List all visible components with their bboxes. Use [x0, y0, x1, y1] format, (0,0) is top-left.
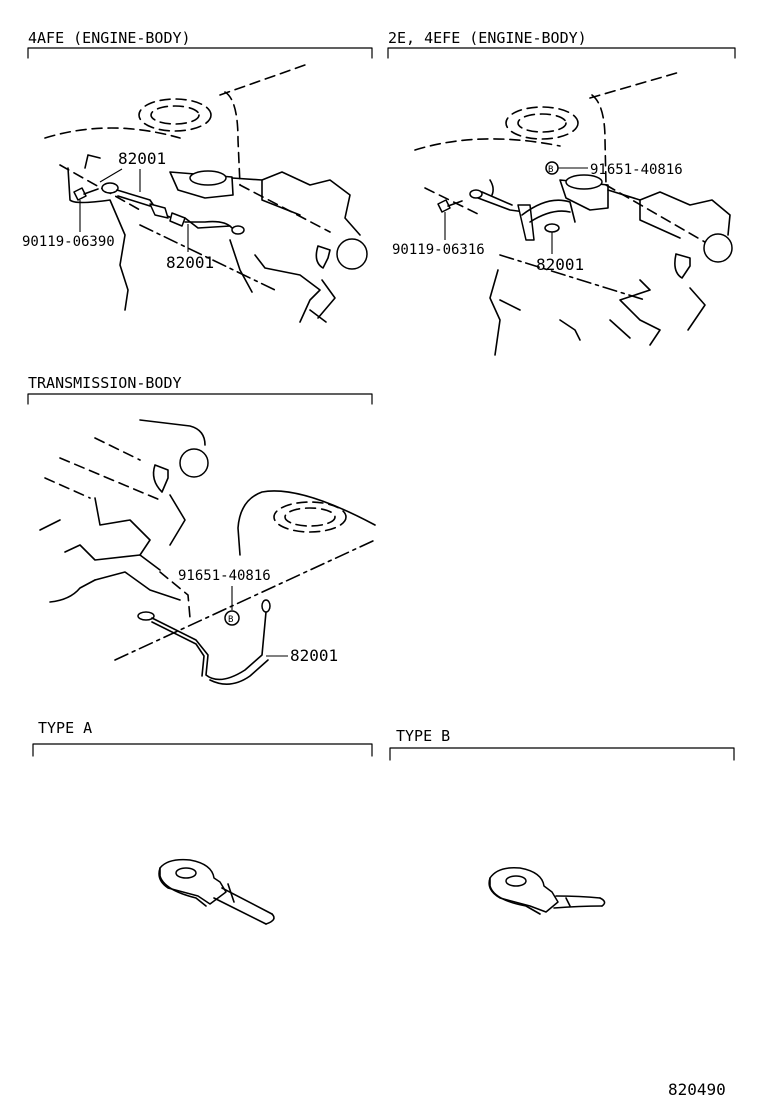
section-transmission-body: TRANSMISSION-BODY [27, 374, 376, 685]
callout-90119-06316: 90119-06316 [392, 242, 485, 258]
section-type-b: TYPE B [389, 727, 735, 915]
svg-text:B: B [548, 165, 553, 175]
callout-82001-top: 82001 [118, 149, 166, 168]
section-bracket [27, 47, 373, 59]
diagram-id: 820490 [668, 1080, 726, 1099]
callout-82001: 82001 [536, 255, 584, 274]
section-title-type-b: TYPE B [396, 727, 450, 745]
terminal-type-b-icon [488, 866, 606, 915]
svg-text:B: B [228, 615, 233, 625]
section-bracket [32, 743, 373, 757]
section-title-type-a: TYPE A [38, 719, 92, 737]
section-title-2e-4efe: 2E, 4EFE (ENGINE-BODY) [388, 29, 587, 47]
bolt-icon [437, 199, 463, 213]
section-type-a: TYPE A [32, 719, 373, 925]
callout-82001: 82001 [290, 646, 338, 665]
engine-illustration-4afe [44, 64, 368, 323]
section-bracket [27, 393, 373, 405]
terminal-type-a-icon [158, 858, 275, 925]
section-bracket [387, 47, 736, 59]
transmission-illustration: B [39, 419, 376, 685]
engine-illustration-2e-4efe: B [414, 71, 733, 356]
section-bracket [389, 747, 735, 761]
callout-90119-06390: 90119-06390 [22, 234, 115, 250]
section-2e-4efe-engine-body: 2E, 4EFE (ENGINE-BODY) [387, 29, 736, 356]
bolt-marker-b: B [545, 161, 559, 175]
callout-91651-40816: 91651-40816 [178, 568, 271, 584]
callout-82001-bottom: 82001 [166, 253, 214, 272]
section-title-4afe: 4AFE (ENGINE-BODY) [28, 29, 191, 47]
callout-91651-40816: 91651-40816 [590, 162, 683, 178]
bolt-icon [73, 187, 99, 201]
section-title-transmission: TRANSMISSION-BODY [28, 374, 182, 392]
bolt-marker-b: B [224, 610, 240, 626]
section-4afe-engine-body: 4AFE (ENGINE-BODY) [22, 29, 373, 323]
